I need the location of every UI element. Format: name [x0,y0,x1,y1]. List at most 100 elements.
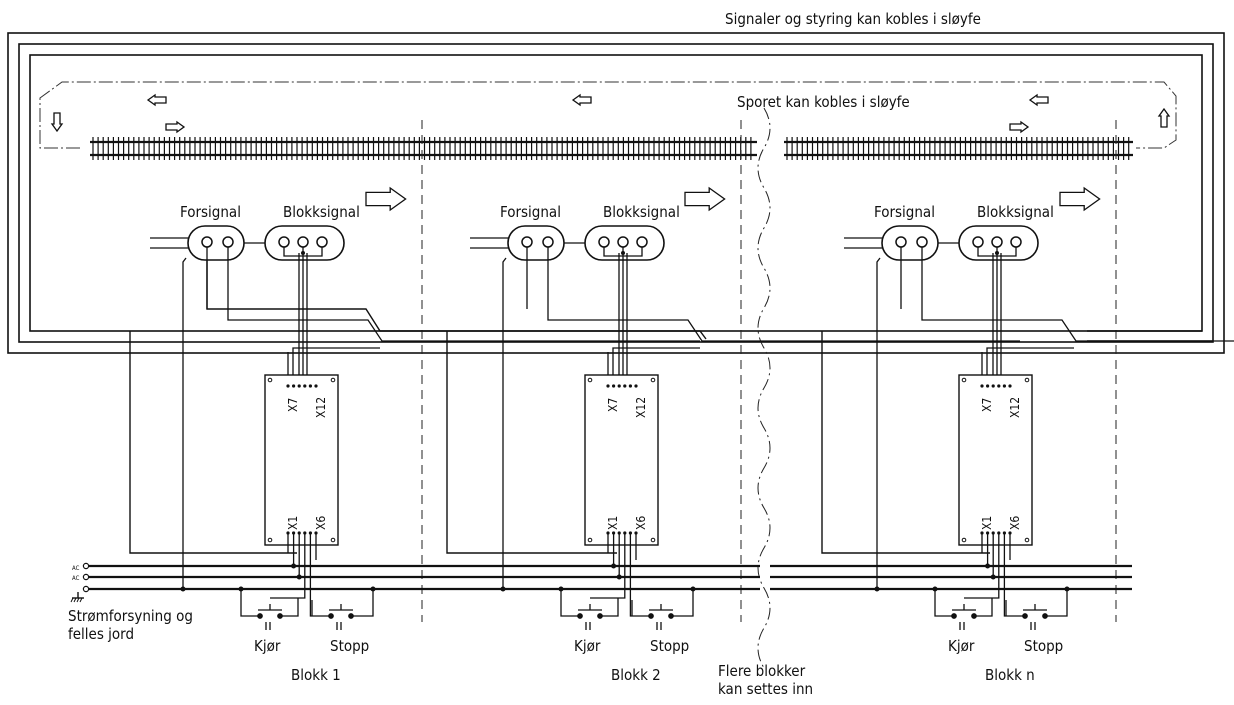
block-name-label: Blokk 1 [291,666,341,684]
wire [309,533,331,617]
lamp-icon [1010,236,1022,248]
lamp-icon [617,236,629,248]
terminal-dot [612,384,616,388]
mount-hole [650,537,656,543]
lamp-icon [916,236,928,248]
terminal-dot [308,384,312,388]
lamp-icon [598,236,610,248]
wire [352,589,374,617]
terminal-dot [986,384,990,388]
terminal-dot [997,384,1001,388]
stop-button-label: Stopp [650,637,689,655]
contact-dot [257,613,263,619]
wire [629,533,651,617]
wire [560,589,580,617]
bus-label-ac1: AC [72,565,80,572]
go-button-label: Kjør [948,637,975,655]
contact-dot [648,613,654,619]
mount-hole [1024,537,1030,543]
junction-dot [611,563,617,569]
junction-dot [296,574,302,580]
lamp-icon [521,236,533,248]
terminal-dot [297,384,301,388]
mount-hole [961,537,967,543]
junction-dot [370,586,376,592]
loop-wire [446,331,617,554]
contact-dot [1022,613,1028,619]
loop-wire [129,331,297,554]
more-blocks-label-2: kan settes inn [718,680,813,698]
terminal-dot [314,384,318,388]
wire [974,598,993,617]
block-signal-label: Blokksignal [603,203,680,221]
terminal-label-x7: X7 [980,398,994,412]
pre-signal-label: Forsignal [874,203,935,221]
junction-dot [238,586,244,592]
stop-button-icon [648,604,674,630]
track [50,93,1171,212]
wire [547,247,1020,342]
contact-dot [577,613,583,619]
contact-dot [277,613,283,619]
track-loop-label: Sporet kan kobles i sløyfe [737,93,910,111]
wire [964,533,1000,599]
power-label-2: felles jord [68,625,134,643]
go-button-icon [257,604,283,630]
contact-dot [951,613,957,619]
bus-terminal [82,573,90,581]
lamp-icon [201,236,213,248]
direction-arrow-icon [1157,107,1171,128]
stop-button-icon [1022,604,1048,630]
block-signal-label: Blokksignal [283,203,360,221]
loop-wire [206,256,707,340]
terminal-label-x6: X6 [634,516,648,530]
ground-icon [73,597,77,603]
mount-hole [330,537,336,543]
outer-loop-frame [7,32,1225,354]
terminal-label-x12: X12 [634,397,648,418]
wire [182,257,187,589]
terminal-dot [980,384,984,388]
control-module [264,374,339,546]
contact-dot [597,613,603,619]
junction-dot [616,574,622,580]
mount-hole [267,377,273,383]
inner-loop-frame [29,54,1203,332]
go-button-icon [577,604,603,630]
wire [292,347,380,386]
direction-arrow-icon [684,186,726,212]
terminal-dot [1008,384,1012,388]
junction-dot [500,586,506,592]
wire [502,257,507,589]
control-module [584,374,659,546]
terminal-dot [623,384,627,388]
lamp-icon [316,236,328,248]
contact-dot [348,613,354,619]
block-name-label: Blokk n [985,666,1035,684]
bus-terminal [82,585,90,593]
lamp-icon [636,236,648,248]
junction-dot [1064,586,1070,592]
wire [1046,589,1068,617]
terminal-label-x7: X7 [286,398,300,412]
ground-icon [79,597,83,603]
loop-wire [821,331,990,554]
direction-arrow-icon [50,112,64,133]
block-wires [876,247,1234,589]
wire [280,598,299,617]
junction-dot [690,586,696,592]
wire [270,533,306,599]
bus-wires [934,533,1068,617]
lamp-icon [972,236,984,248]
junction-dot [990,574,996,580]
direction-arrow-icon [146,93,167,107]
wire [600,598,619,617]
direction-arrow-icon [365,186,407,212]
go-button-label: Kjør [254,637,281,655]
terminal-dot [634,384,638,388]
bus-label-ac2: AC [72,575,80,582]
stop-button-icon [328,604,354,630]
